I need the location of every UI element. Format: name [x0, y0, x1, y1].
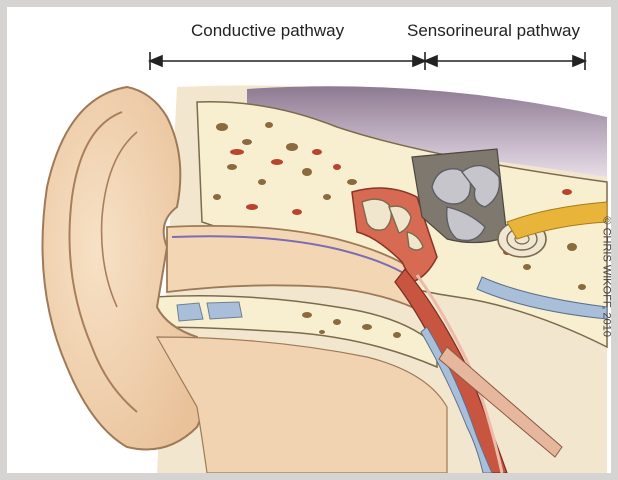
sensorineural-pathway-label: Sensorineural pathway	[407, 21, 580, 41]
conductive-arrowhead-left	[150, 56, 162, 66]
copyright-credit: © CHRIS WIKOFF, 2010	[601, 216, 611, 337]
pathway-arrows	[150, 52, 585, 70]
sensorineural-arrowhead-right	[573, 56, 585, 66]
ear-anatomy-illustration	[7, 7, 611, 473]
illustration-frame: Conductive pathway Sensorineural pathway…	[7, 7, 611, 473]
conductive-pathway-label: Conductive pathway	[191, 21, 344, 41]
sensorineural-arrowhead-left	[425, 56, 437, 66]
